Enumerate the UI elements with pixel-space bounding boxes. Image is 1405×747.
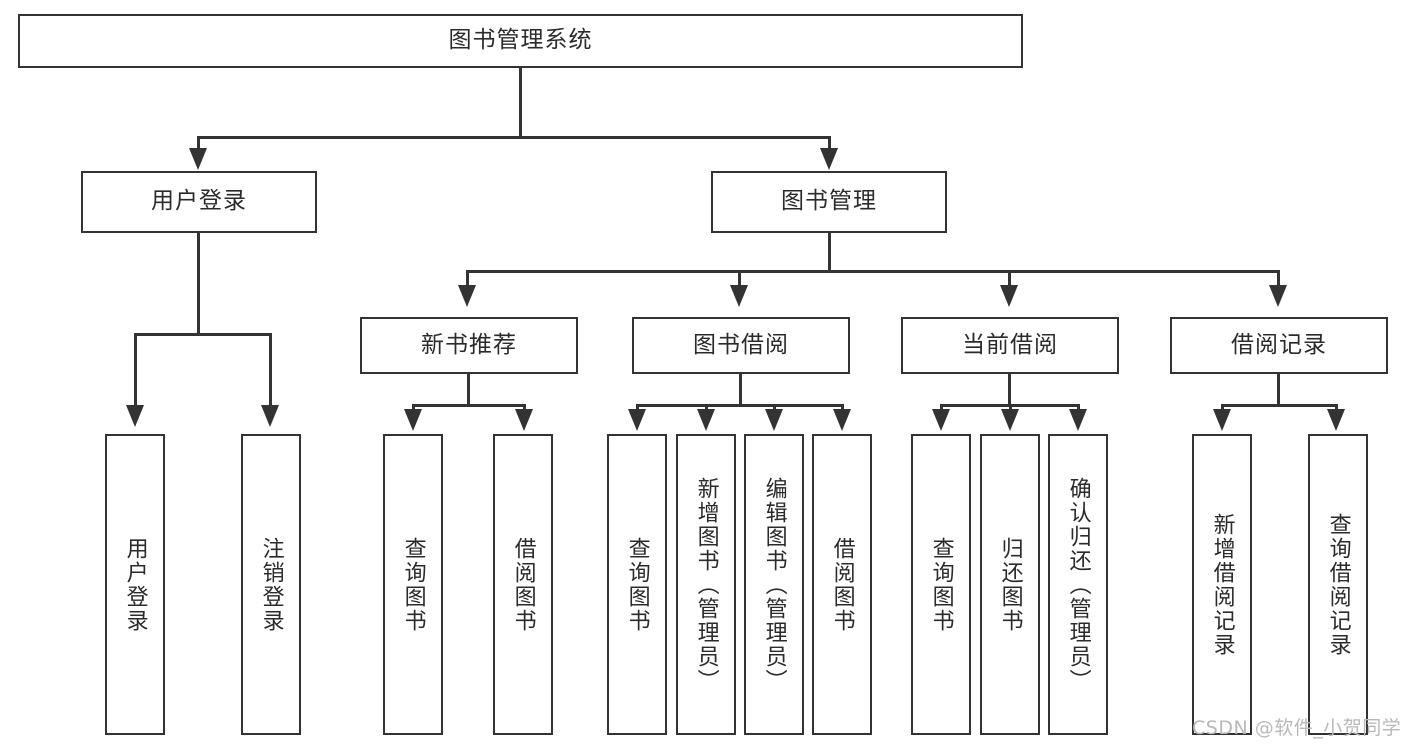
edge-new-book-bar [412,404,526,407]
arrow-current-borrow-to-leaf-3 [1069,409,1087,431]
node-root-book-management-system[interactable]: 图书管理系统 [18,14,1023,68]
node-label: 借阅记录 [1231,331,1327,358]
node-user-login[interactable]: 用户登录 [81,171,317,233]
node-label: 新书推荐 [421,331,517,358]
leaf-label: 查询图书 [928,536,954,633]
arrow-book-borrow-to-leaf-2 [697,409,715,431]
arrow-book-borrow-to-leaf-4 [833,409,851,431]
arrow-current-borrow-to-leaf-1 [932,409,950,431]
node-label: 图书管理系统 [448,27,593,54]
leaf-user-login-logout[interactable]: 注销登录 [241,434,301,735]
edge-root-to-book-management [828,136,831,158]
edge-book-management-to-borrow [738,270,741,292]
node-borrow-record[interactable]: 借阅记录 [1170,317,1388,374]
leaf-current-borrow-confirm-return-admin[interactable]: 确认归还（管理员） [1048,434,1108,735]
arrow-book-management-to-new-book [458,285,476,307]
arrow-borrow-record-to-leaf-2 [1327,409,1345,431]
leaf-book-borrow-borrow-book[interactable]: 借阅图书 [812,434,872,735]
leaf-label: 新增图书（管理员） [693,476,719,693]
leaf-label: 借阅图书 [829,536,855,633]
arrow-borrow-record-to-leaf-1 [1213,409,1231,431]
arrow-new-book-to-leaf-1 [404,409,422,431]
leaf-label: 编辑图书（管理员） [761,476,787,693]
edge-user-login-to-leaf-1 [134,333,137,411]
leaf-borrow-record-add-record[interactable]: 新增借阅记录 [1192,434,1252,735]
leaf-new-book-query-book[interactable]: 查询图书 [383,434,443,735]
arrow-user-login-to-leaf-1 [126,405,144,427]
edge-borrow-record-bar [1221,404,1338,407]
leaf-current-borrow-return-book[interactable]: 归还图书 [980,434,1040,735]
edge-root-stem [519,68,522,138]
edge-user-login-stem [197,233,200,336]
arrow-book-borrow-to-leaf-3 [765,409,783,431]
edge-book-management-stem [828,233,831,273]
leaf-new-book-borrow-book[interactable]: 借阅图书 [493,434,553,735]
node-label: 图书借阅 [693,331,789,358]
node-book-borrow[interactable]: 图书借阅 [632,317,850,374]
leaf-label: 查询图书 [400,536,426,633]
edge-root-to-user-login [197,136,200,158]
edge-book-borrow-stem [739,374,742,406]
arrow-book-management-to-current [1000,285,1018,307]
arrow-book-borrow-to-leaf-1 [628,409,646,431]
arrow-new-book-to-leaf-2 [515,409,533,431]
edge-root-bar [197,136,831,139]
leaf-label: 新增借阅记录 [1209,512,1235,657]
arrow-user-login-to-leaf-2 [261,405,279,427]
node-book-management[interactable]: 图书管理 [711,171,947,233]
edge-book-management-to-new-book [466,270,469,292]
leaf-borrow-record-query-record[interactable]: 查询借阅记录 [1308,434,1368,735]
leaf-book-borrow-add-book-admin[interactable]: 新增图书（管理员） [676,434,736,735]
leaf-label: 查询图书 [624,536,650,633]
leaf-book-borrow-query-book[interactable]: 查询图书 [607,434,667,735]
edge-book-management-to-current [1008,270,1011,292]
edge-current-borrow-stem [1008,374,1011,406]
node-label: 用户登录 [151,188,247,215]
edge-new-book-stem [467,374,470,406]
arrow-book-management-to-record [1269,285,1287,307]
arrow-current-borrow-to-leaf-2 [1001,409,1019,431]
edge-book-borrow-bar [636,404,844,407]
node-label: 图书管理 [781,188,877,215]
leaf-label: 归还图书 [997,536,1023,633]
node-new-book-recommend[interactable]: 新书推荐 [360,317,578,374]
edge-user-login-bar [134,333,272,336]
node-label: 当前借阅 [962,331,1058,358]
leaf-label: 查询借阅记录 [1325,512,1351,657]
leaf-label: 用户登录 [122,536,148,633]
arrow-root-to-user-login [189,148,207,170]
arrow-root-to-book-management [820,148,838,170]
leaf-current-borrow-query-book[interactable]: 查询图书 [911,434,971,735]
edge-book-management-to-record [1277,270,1280,292]
arrow-book-management-to-borrow [730,285,748,307]
watermark-csdn: CSDN @软件_小贺同学 [1192,717,1402,739]
leaf-label: 注销登录 [258,536,284,633]
edge-user-login-to-leaf-2 [269,333,272,411]
leaf-label: 确认归还（管理员） [1065,476,1091,693]
edge-book-management-bar [466,270,1280,273]
leaf-label: 借阅图书 [510,536,536,633]
leaf-user-login-login[interactable]: 用户登录 [105,434,165,735]
node-current-borrow[interactable]: 当前借阅 [901,317,1119,374]
leaf-book-borrow-edit-book-admin[interactable]: 编辑图书（管理员） [744,434,804,735]
edge-borrow-record-stem [1277,374,1280,406]
